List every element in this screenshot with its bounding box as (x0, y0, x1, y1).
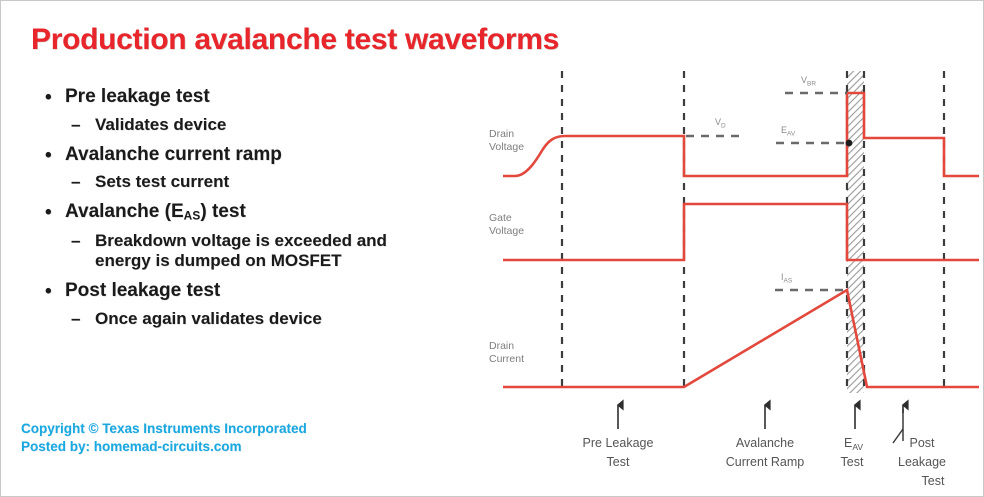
bullet-marker: – (71, 114, 81, 134)
copyright-line: Copyright © Texas Instruments Incorporat… (21, 421, 307, 436)
vbr-subscript: BR (807, 81, 816, 88)
waveform-drain-voltage (503, 91, 979, 178)
ias-base: I (781, 272, 784, 282)
vbr-annotation: VBR (801, 75, 816, 88)
phase-label-avalanche-line1: Avalanche (736, 436, 794, 450)
phase-label-eav-base: E (844, 436, 852, 450)
bullet-item-pre-leakage-test: • Pre leakage test (39, 86, 499, 108)
bullet-marker: • (45, 281, 52, 303)
vd-base: V (715, 117, 721, 127)
phase-label-pre-leakage-line2: Test (607, 455, 630, 469)
waveform-svg: Drain Voltage VD VBR EAV Gate Voltage (489, 71, 979, 488)
bullet-text: Avalanche current ramp (65, 143, 282, 165)
waveform-gate-voltage (503, 202, 979, 262)
axis-label-gate-voltage-line1: Gate (489, 212, 512, 224)
phase-label-post-leakage-line1: Post (909, 436, 935, 450)
eav-annotation: EAV (781, 125, 796, 138)
bullet-item-avalanche-current-ramp: • Avalanche current ramp (39, 143, 499, 166)
eav-base: E (781, 125, 787, 135)
ias-subscript: AS (784, 278, 793, 285)
bullet-item-once-again-validates: –Once again validates device (39, 309, 499, 328)
bullet-item-sets-test-current: –Sets test current (39, 172, 499, 191)
bullet-item-avalanche-eas-test: • Avalanche (EAS) test (39, 202, 499, 223)
vd-annotation: VD (715, 117, 726, 130)
axis-label-drain-current-line1: Drain (489, 340, 514, 352)
eav-pointer-dot (845, 139, 853, 147)
bullet-text: Avalanche (E (65, 201, 184, 223)
bullet-item-validates-device: –Validates device (39, 115, 499, 134)
vbr-base: V (801, 75, 807, 85)
phase-label-eav-line1: EAV (844, 436, 863, 452)
axis-label-gate-voltage-line2: Voltage (489, 225, 524, 237)
waveform-diagram: Drain Voltage VD VBR EAV Gate Voltage (481, 61, 981, 493)
eav-shaded-band (847, 71, 864, 393)
bullet-item-energy-dumped: energy is dumped on MOSFET (39, 251, 499, 270)
bullet-marker: – (71, 230, 81, 250)
bullet-text: Once again validates device (95, 308, 322, 328)
bullet-marker: • (45, 86, 52, 108)
bullet-text-after: ) test (200, 201, 246, 223)
eav-subscript: AV (787, 131, 796, 138)
bullet-marker: • (45, 144, 52, 166)
bullet-marker: – (71, 308, 81, 328)
bullet-text: Breakdown voltage is exceeded and (95, 230, 387, 250)
phase-leader-post-leakage-kink (892, 428, 904, 444)
phase-label-eav-subscript: AV (852, 442, 863, 452)
bullet-marker: • (45, 202, 52, 224)
phase-label-post-leakage-line2: Leakage (898, 455, 946, 469)
waveform-drain-current (503, 287, 979, 389)
phase-label-eav-line2: Test (841, 455, 864, 469)
bullet-marker: – (71, 172, 81, 192)
bullet-item-breakdown-voltage: –Breakdown voltage is exceeded and (39, 231, 499, 250)
bullet-text: Sets test current (95, 172, 230, 192)
bullet-subscript: AS (183, 210, 201, 224)
axis-label-drain-voltage-line2: Voltage (489, 141, 524, 153)
posted-by-line: Posted by: homemad-circuits.com (21, 438, 242, 454)
bullet-item-post-leakage-test: • Post leakage test (39, 280, 499, 303)
bullet-text: energy is dumped on MOSFET (95, 250, 342, 270)
page-title: Production avalanche test waveforms (31, 23, 560, 56)
bullet-text: Pre leakage test (65, 86, 210, 107)
axis-label-drain-voltage-line1: Drain (489, 128, 514, 140)
footer-credit: Copyright © Texas Instruments Incorporat… (21, 420, 307, 456)
bullet-list: •Pre leakage test –Validates device •Ava… (39, 86, 499, 328)
phase-label-avalanche-line2: Current Ramp (726, 455, 805, 469)
bullet-text: Post leakage test (65, 280, 221, 302)
ias-annotation: IAS (781, 272, 793, 285)
axis-label-drain-current-line2: Current (489, 353, 524, 365)
phase-label-post-leakage-line3: Test (922, 474, 945, 488)
phase-label-pre-leakage-line1: Pre Leakage (583, 436, 654, 450)
vd-subscript: D (721, 123, 726, 130)
bullet-text: Validates device (95, 114, 227, 134)
